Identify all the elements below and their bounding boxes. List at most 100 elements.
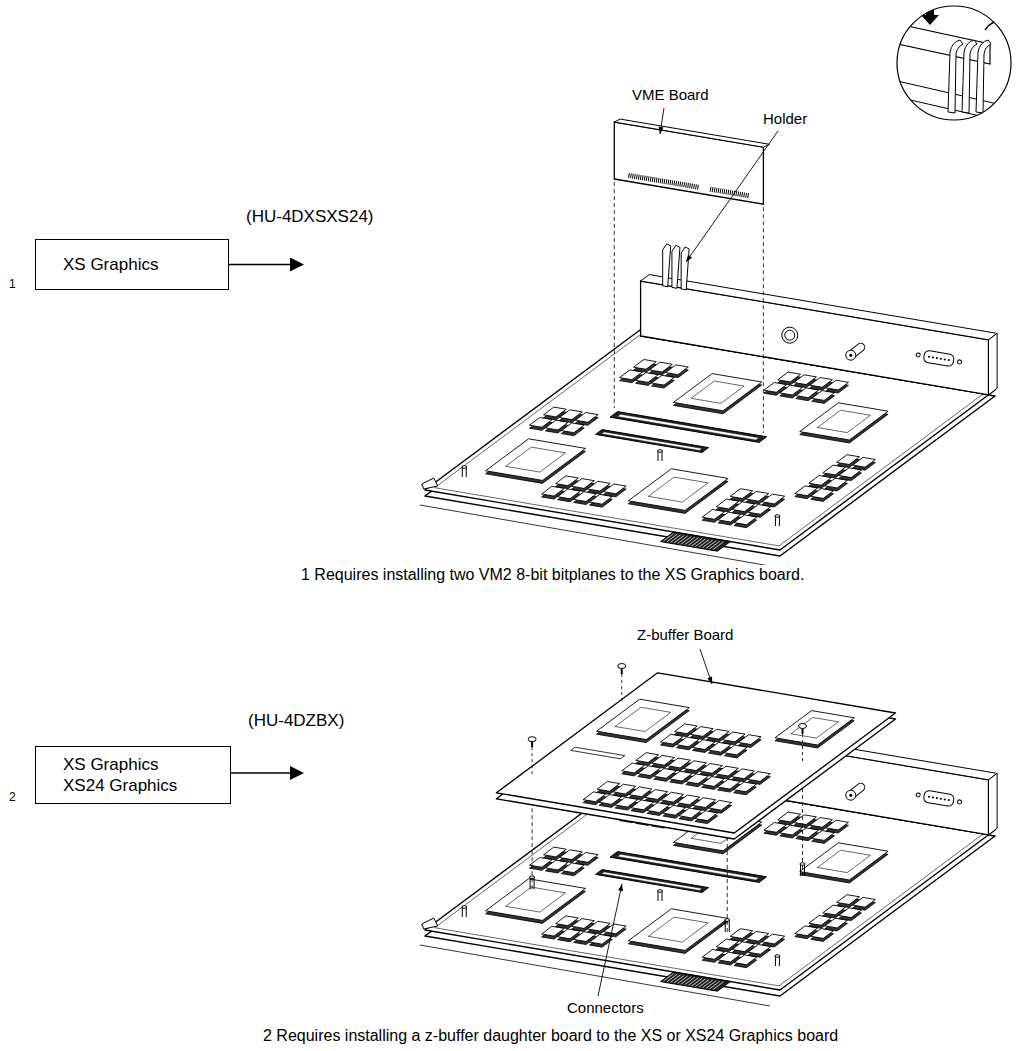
connector-pin <box>706 541 716 549</box>
holder-clip <box>681 247 689 290</box>
dsub-pin <box>940 358 942 360</box>
dsub-pin <box>944 798 946 800</box>
standoff <box>800 864 801 876</box>
connector-pin <box>692 538 702 546</box>
standoff-top <box>800 863 805 866</box>
asic-chip <box>673 374 761 411</box>
flow-arrow <box>229 264 294 265</box>
memory-chip <box>575 853 598 863</box>
ejector-lever <box>422 918 438 929</box>
panel-end <box>989 773 998 834</box>
bnc-connector <box>846 790 856 800</box>
memory-chip <box>666 365 689 375</box>
connector-pin <box>671 975 681 983</box>
inset-circle <box>897 6 1011 120</box>
leader-line <box>686 131 778 262</box>
dsub-shell <box>923 790 955 807</box>
dsub-connector <box>915 349 962 368</box>
connector-pin <box>674 535 684 543</box>
guide-line <box>532 747 533 777</box>
inset-holder-clip <box>948 40 963 113</box>
bnc-connector <box>846 350 856 360</box>
screw-head <box>799 724 807 729</box>
leader-line <box>700 649 712 684</box>
standoff-top <box>775 515 780 518</box>
memory-chip <box>709 800 732 810</box>
dsub-pin <box>948 359 950 361</box>
standoff <box>729 920 730 932</box>
asic-chip <box>486 439 586 481</box>
leader-head <box>618 884 623 891</box>
dsub-screw <box>957 800 962 805</box>
zbuffer-connector <box>596 870 709 893</box>
edge-connector <box>661 972 731 991</box>
standoff-top <box>775 955 780 958</box>
connector-pin <box>713 542 723 550</box>
connector-pin <box>678 536 688 544</box>
standoff-top <box>462 466 467 469</box>
connector-pin <box>674 975 684 983</box>
dsub-pin <box>928 356 930 358</box>
edge-connector <box>661 532 731 551</box>
memory-chip <box>604 924 627 934</box>
dsub-pin <box>928 796 930 798</box>
chip-die <box>648 917 708 942</box>
edge-contacts <box>628 175 699 187</box>
guide-line <box>727 828 728 932</box>
arrow-head <box>290 766 304 780</box>
memory-chip <box>762 494 785 504</box>
connector-pin <box>685 977 695 985</box>
asic-chip <box>628 469 728 511</box>
slot-pins <box>602 872 703 891</box>
vme-board <box>614 119 769 433</box>
dsub-pin <box>936 357 938 359</box>
part-name: Connectors <box>566 999 645 1017</box>
mini-din <box>782 327 798 343</box>
connector-pin <box>703 980 713 988</box>
guide-line <box>614 182 615 408</box>
connector-pin <box>663 974 673 982</box>
standoff <box>804 864 805 876</box>
option-box: XS Graphics XS24 Graphics <box>35 746 231 804</box>
bnc-pin <box>849 354 852 357</box>
inset-holder-clip <box>976 40 991 113</box>
chip-die <box>648 477 708 502</box>
dsub-pin <box>932 356 934 358</box>
box-label: XS Graphics <box>63 254 158 275</box>
connector-pin <box>667 974 677 982</box>
connector-pin <box>688 538 698 546</box>
standoff <box>725 920 726 932</box>
chip-die <box>615 707 671 731</box>
flow-arrow <box>231 772 294 773</box>
edge-contacts <box>710 189 749 196</box>
zbuffer-board <box>496 664 895 933</box>
standoff <box>530 877 531 889</box>
connector-pin <box>685 537 695 545</box>
graphics-board <box>420 244 997 566</box>
memory-chip <box>826 380 849 390</box>
turn-arrow-head <box>1003 18 1013 28</box>
zbuffer-strip <box>571 747 625 759</box>
graphics-board <box>420 684 997 1006</box>
option-box: XS Graphics <box>35 239 229 290</box>
standoff-top <box>658 890 663 893</box>
chip-die <box>691 381 744 403</box>
memory-chip <box>853 897 876 907</box>
inset-holder-clip <box>962 40 977 113</box>
mini-din-inner <box>785 330 795 340</box>
dsub-screw <box>916 353 921 358</box>
panel-end <box>989 333 998 394</box>
dsub-shell <box>923 350 955 367</box>
asic-chip <box>775 711 854 745</box>
dsub-pin <box>936 797 938 799</box>
connector-pin <box>706 981 716 989</box>
connector-pin <box>713 982 723 990</box>
leader-head <box>659 127 664 134</box>
connector-pin <box>663 534 673 542</box>
leader-head <box>686 255 692 262</box>
chip-die <box>791 718 839 739</box>
vme-card-edge <box>614 119 769 147</box>
standoff-top <box>658 450 663 453</box>
